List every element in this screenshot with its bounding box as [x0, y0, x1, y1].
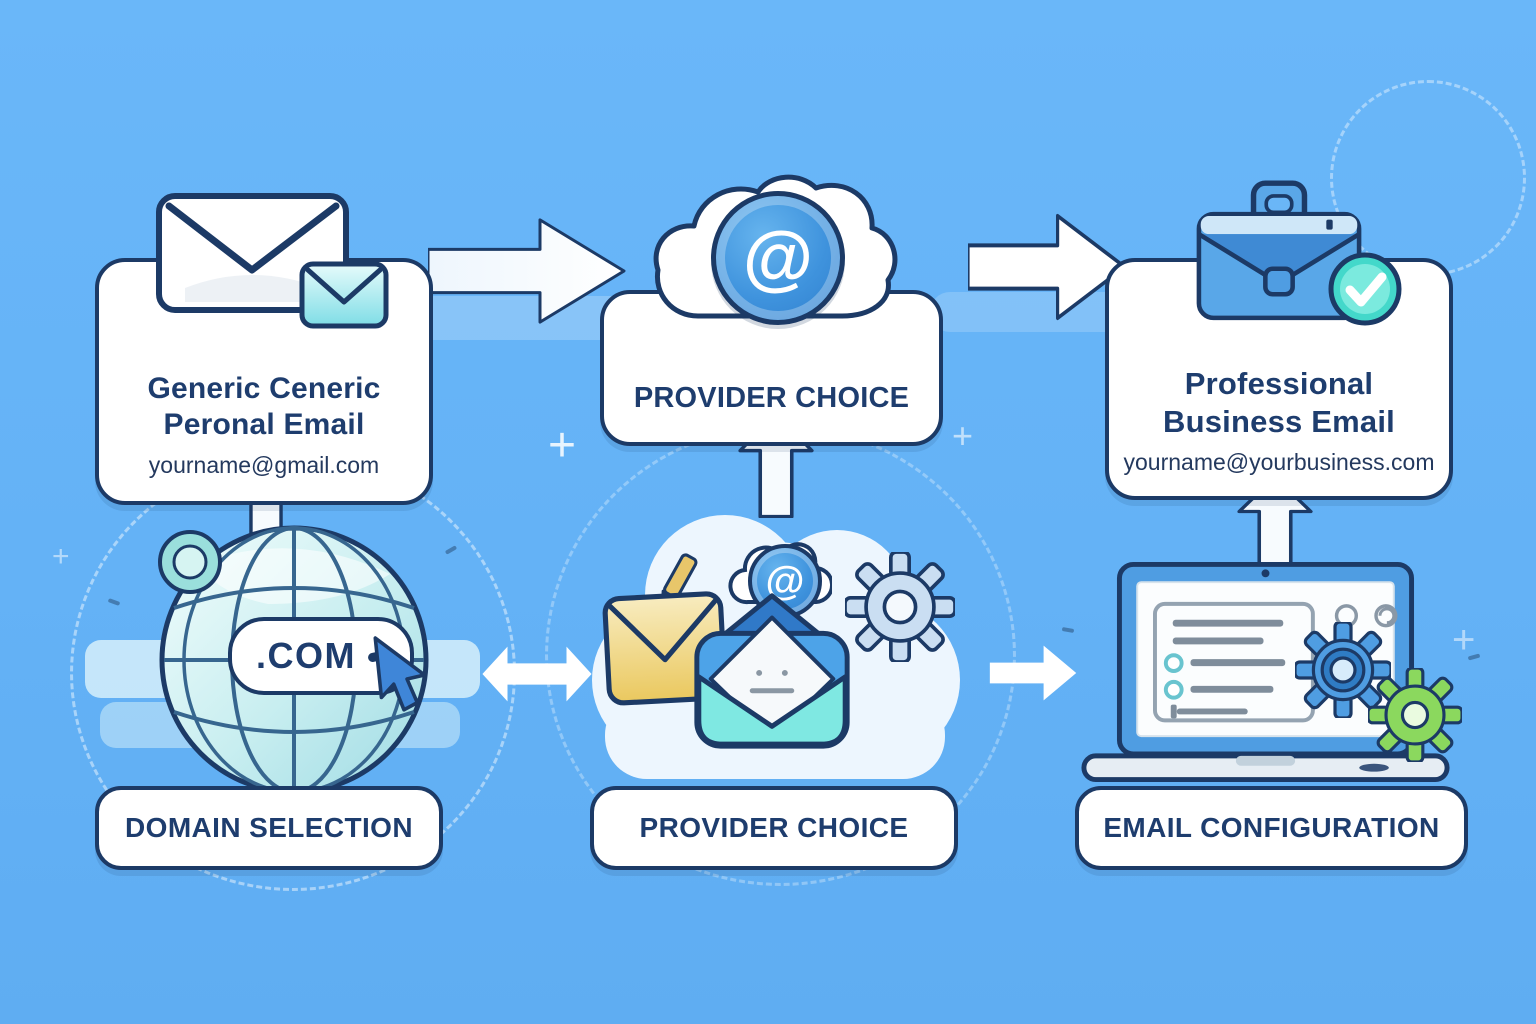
- gear-green-icon: [1368, 668, 1462, 762]
- provider-choice-label: PROVIDER CHOICE: [590, 786, 958, 870]
- sparkle-plus: +: [1452, 618, 1476, 662]
- card-title: PROVIDER CHOICE: [633, 381, 910, 414]
- label-text: EMAIL CONFIGURATION: [1103, 812, 1440, 843]
- gear-icon: [845, 552, 955, 662]
- at-symbol: @: [742, 218, 814, 298]
- label-text: PROVIDER CHOICE: [639, 812, 909, 843]
- sparkle-plus: +: [548, 419, 577, 472]
- domain-com-text: .COM: [256, 635, 356, 676]
- mouse-cursor-icon: [373, 636, 427, 712]
- arrow-right-small-icon: [989, 645, 1077, 701]
- arrow-right-icon: [428, 218, 626, 324]
- domain-selection-label: DOMAIN SELECTION: [95, 786, 443, 870]
- card-title: Professional Business Email: [1163, 365, 1395, 441]
- envelope-icon: [156, 193, 349, 313]
- card-email: yourname@yourbusiness.com: [1123, 449, 1435, 475]
- card-email: yourname@gmail.com: [148, 452, 380, 478]
- card-title-line1: Generic Ceneric: [147, 371, 381, 405]
- arrow-right-icon: [968, 213, 1127, 321]
- email-configuration-label: EMAIL CONFIGURATION: [1075, 786, 1468, 870]
- label-text: DOMAIN SELECTION: [125, 812, 413, 843]
- envelope-small-icon: [299, 261, 389, 329]
- card-title-line2: Business Email: [1163, 404, 1395, 440]
- arrow-double-horizontal-icon: [482, 646, 592, 702]
- briefcase-icon: [1196, 180, 1362, 321]
- sparkle-plus: +: [52, 540, 70, 573]
- gear-blue-icon: [1295, 622, 1391, 718]
- card-title-line1: Professional: [1184, 366, 1374, 402]
- paint-speck: [1061, 626, 1075, 634]
- card-title: Generic Ceneric Peronal Email: [147, 371, 380, 444]
- light-band-right: [930, 292, 1130, 332]
- checkmark-badge-icon: [1328, 252, 1402, 326]
- sparkle-plus: +: [952, 415, 974, 456]
- at-symbol-badge: @: [711, 191, 845, 325]
- card-title-line2: Peronal Email: [163, 408, 365, 442]
- mail-app-icon: [694, 593, 850, 749]
